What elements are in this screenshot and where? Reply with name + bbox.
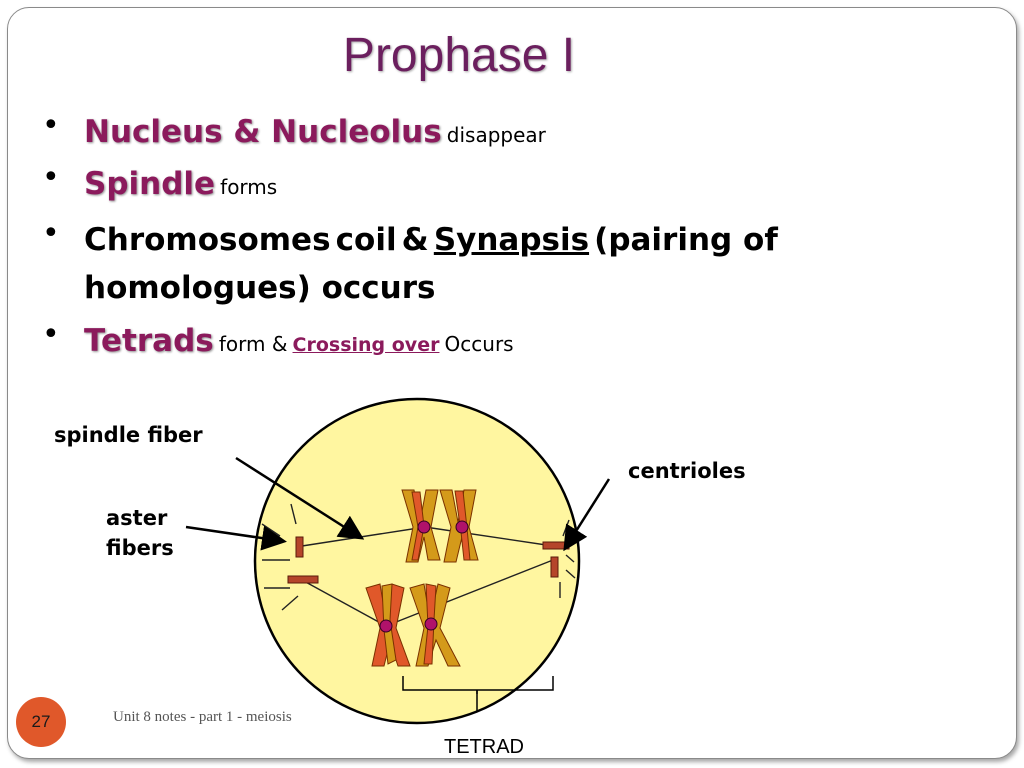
coil-text: coil — [335, 222, 397, 258]
spindle-fiber-label: spindle fiber — [54, 423, 203, 447]
tetrad-lower — [365, 583, 461, 667]
slide-title: Prophase I — [342, 29, 576, 82]
page-number: 27 — [31, 712, 51, 731]
bullet-chromosomes: • Chromosomes coil & Synapsis (pairing o… — [42, 216, 802, 312]
spindle-text: Spindle — [84, 166, 216, 202]
bullet-dot: • — [42, 216, 60, 251]
ampersand-text: & — [401, 222, 429, 258]
centromere-1 — [417, 520, 431, 534]
fibers-label: fibers — [106, 536, 174, 560]
bullet-dot: • — [42, 108, 60, 143]
tetrads-text: Tetrads — [84, 323, 214, 359]
aster-label: aster — [106, 506, 168, 530]
occurs-text: Occurs — [444, 332, 514, 356]
bullet-spindle: • Spindle forms — [42, 160, 802, 211]
bullet-dot: • — [42, 160, 60, 195]
nucleus-nucleolus-text: Nucleus & Nucleolus — [84, 114, 442, 150]
centriole-right-horizontal — [542, 541, 570, 550]
centrioles-group — [287, 536, 570, 584]
centriole-left-vertical — [295, 536, 304, 558]
centrioles-label: centrioles — [628, 459, 746, 483]
pairing-text: (pairing of homologues) occurs — [84, 222, 778, 306]
bullet-tetrads: • Tetrads form & Crossing over Occurs — [42, 317, 802, 369]
page-number-badge: 27 — [16, 697, 66, 747]
form-and-text: form & — [218, 332, 288, 356]
synapsis-text: Synapsis — [433, 222, 590, 258]
aster-fibers-arrow — [185, 525, 287, 551]
centromere-2 — [455, 520, 469, 534]
bullet-nucleus: • Nucleus & Nucleolus disappear — [42, 108, 802, 159]
spindle-fiber-arrow — [235, 456, 365, 540]
tetrad-label: TETRAD — [444, 736, 524, 758]
bullet-dot: • — [42, 317, 60, 352]
tetrad-upper — [401, 489, 479, 563]
centromere-4 — [424, 617, 438, 631]
crossing-over-text: Crossing over — [292, 334, 440, 356]
forms-text: forms — [220, 175, 278, 199]
centrioles-arrow — [563, 478, 611, 552]
bullet-list: • Nucleus & Nucleolus disappear • Spindl… — [42, 108, 802, 376]
centriole-left-horizontal — [287, 575, 319, 584]
centriole-right-vertical — [550, 556, 559, 578]
disappear-text: disappear — [446, 123, 546, 147]
chromosomes-text: Chromosomes — [84, 222, 331, 258]
footer-text: Unit 8 notes - part 1 - meiosis — [113, 709, 292, 725]
centromere-3 — [379, 619, 393, 633]
